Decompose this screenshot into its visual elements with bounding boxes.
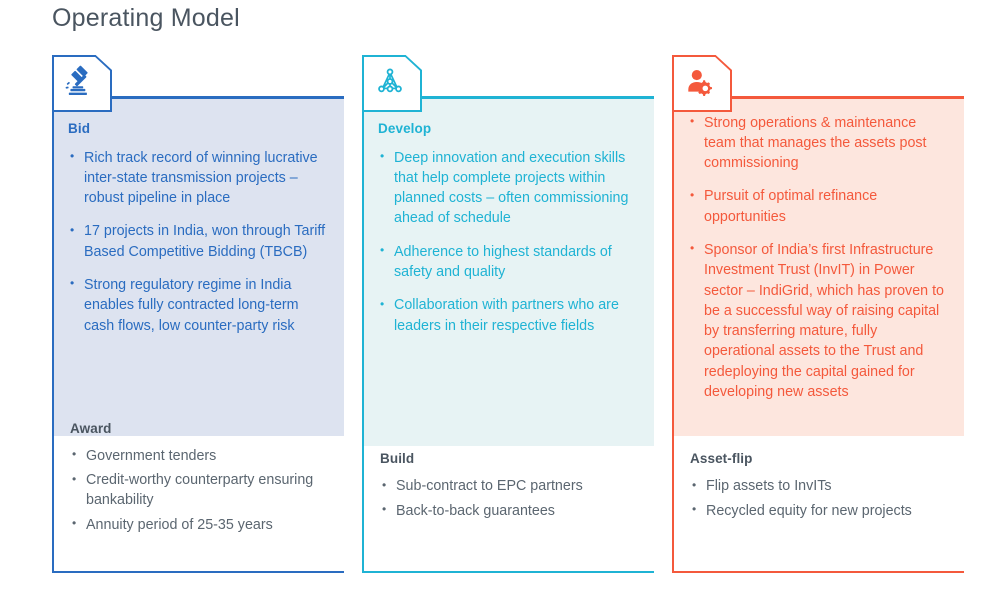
page-title: Operating Model — [52, 4, 240, 32]
develop-card: Develop Deep innovation and execution sk… — [362, 96, 654, 573]
section-heading-bid: Bid — [68, 120, 91, 136]
list-item: Annuity period of 25-35 years — [70, 514, 330, 535]
list-item: Sponsor of India’s first Infrastructure … — [688, 239, 950, 402]
operate-bullet-list: Strong operations & maintenance team tha… — [688, 112, 950, 403]
person-gear-icon — [688, 70, 713, 97]
list-item: 17 projects in India, won through Tariff… — [68, 221, 330, 262]
section-heading-build: Build — [380, 451, 415, 467]
list-item: Recycled equity for new projects — [690, 500, 950, 521]
gavel-icon-badge — [52, 55, 112, 112]
section-heading-develop: Develop — [378, 120, 432, 136]
columns-container: Bid Rich track record of winning lucrati… — [0, 55, 1000, 575]
asset-flip-bullet-list: Flip assets to InvITs Recycled equity fo… — [690, 476, 950, 521]
person-gear-icon-badge — [672, 55, 732, 112]
build-bullet-list: Sub-contract to EPC partners Back-to-bac… — [380, 476, 640, 521]
bid-bullet-list: Rich track record of winning lucrative i… — [68, 147, 330, 336]
operate-card: Strong operations & maintenance team tha… — [672, 96, 964, 573]
list-item: Adherence to highest standards of safety… — [378, 241, 640, 283]
list-item: Back-to-back guarantees — [380, 500, 640, 521]
list-item: Deep innovation and execution skills tha… — [378, 147, 640, 229]
list-item: Strong operations & maintenance team tha… — [688, 112, 950, 174]
list-item: Rich track record of winning lucrative i… — [68, 147, 330, 209]
card-top-border — [732, 96, 964, 99]
bid-card: Bid Rich track record of winning lucrati… — [52, 96, 344, 573]
section-heading-asset-flip: Asset-flip — [690, 451, 753, 467]
build-section: Build Sub-contract to EPC partners Back-… — [364, 451, 654, 535]
list-item: Flip assets to InvITs — [690, 476, 950, 496]
list-item: Pursuit of optimal refinance opportuniti… — [688, 186, 950, 227]
gavel-icon — [65, 65, 88, 96]
card-top-border — [422, 96, 654, 99]
list-item: Collaboration with partners who are lead… — [378, 295, 640, 336]
develop-bullet-list: Deep innovation and execution skills tha… — [378, 147, 640, 336]
operate-tinted-section: Strong operations & maintenance team tha… — [674, 98, 964, 436]
card-top-border — [112, 96, 344, 99]
column-develop: Develop Deep innovation and execution sk… — [362, 55, 654, 573]
column-operate: Strong operations & maintenance team tha… — [672, 55, 964, 573]
develop-tinted-section: Develop Deep innovation and execution sk… — [364, 98, 654, 446]
award-bullet-list: Government tenders Credit-worthy counter… — [70, 445, 330, 535]
list-item: Credit-worthy counterparty ensuring bank… — [70, 470, 330, 511]
list-item: Sub-contract to EPC partners — [380, 476, 640, 496]
column-bid: Bid Rich track record of winning lucrati… — [52, 55, 344, 573]
network-nodes-icon — [378, 68, 402, 93]
list-item: Strong regulatory regime in India enable… — [68, 274, 330, 336]
network-nodes-icon-badge — [362, 55, 422, 112]
award-section: Award Government tenders Credit-worthy c… — [54, 421, 344, 549]
asset-flip-section: Asset-flip Flip assets to InvITs Recycle… — [674, 451, 964, 535]
section-heading-award: Award — [70, 420, 112, 436]
bid-tinted-section: Bid Rich track record of winning lucrati… — [54, 98, 344, 436]
list-item: Government tenders — [70, 445, 330, 466]
